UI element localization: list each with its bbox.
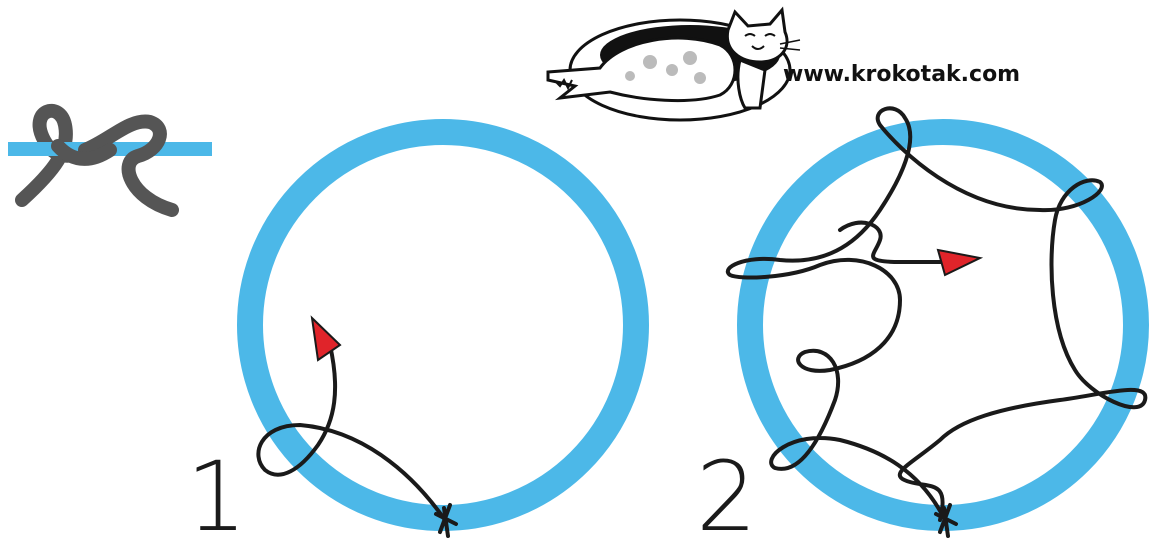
wrap-loop-stitch-icon: [8, 111, 212, 210]
site-url[interactable]: www.krokotak.com: [783, 62, 1020, 87]
step-1-diagram: 1: [186, 132, 636, 542]
red-arrow-icon: [312, 318, 340, 360]
step-number: 2: [696, 441, 757, 542]
hoop-ring: [750, 132, 1136, 518]
crocodile-body: [548, 38, 735, 101]
thread-path-inner: [840, 223, 945, 262]
step-number: 1: [186, 441, 247, 542]
crocodile-and-cat-logo: [548, 10, 800, 120]
step-2-diagram: 2: [696, 108, 1145, 542]
red-arrow-icon: [938, 250, 980, 275]
legend-thread-front: [85, 122, 172, 210]
